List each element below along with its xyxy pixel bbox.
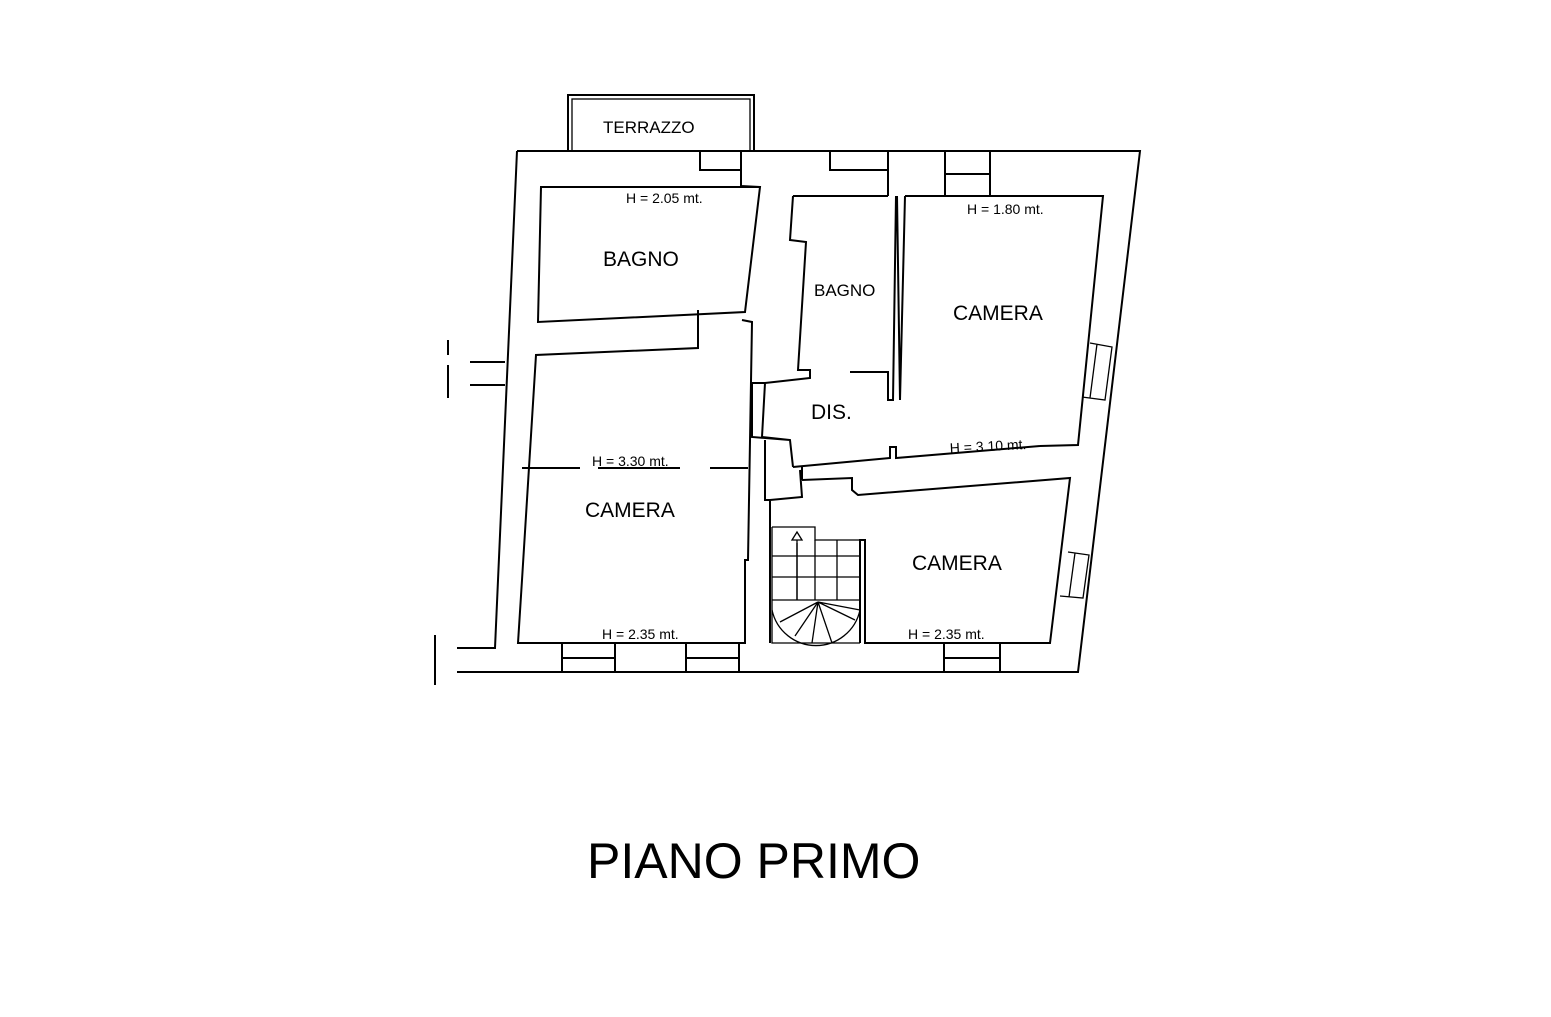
- height-label-camera-top-right: H = 1.80 mt.: [967, 201, 1044, 217]
- height-label-camera-left-bottom: H = 2.35 mt.: [602, 626, 679, 642]
- staircase: [771, 526, 861, 647]
- height-label-bagno: H = 2.05 mt.: [626, 190, 703, 206]
- room-label-terrazzo: TERRAZZO: [603, 118, 695, 137]
- room-label-camera-top-right: CAMERA: [953, 302, 1043, 325]
- walls: [434, 94, 1142, 685]
- room-label-camera-left: CAMERA: [585, 499, 675, 522]
- room-label-dis: DIS.: [811, 401, 852, 424]
- room-label-bagno-1: BAGNO: [603, 248, 679, 271]
- height-label-camera-left-mid: H = 3.30 mt.: [592, 453, 669, 469]
- room-label-bagno-2: BAGNO: [814, 281, 875, 300]
- room-label-camera-bottom-right: CAMERA: [912, 552, 1002, 575]
- height-label-camera-bottom-right: H = 2.35 mt.: [908, 626, 985, 642]
- plan-title: PIANO PRIMO: [587, 833, 920, 889]
- height-label-camera-top-right-bottom: H = 3.10 mt.: [949, 436, 1026, 456]
